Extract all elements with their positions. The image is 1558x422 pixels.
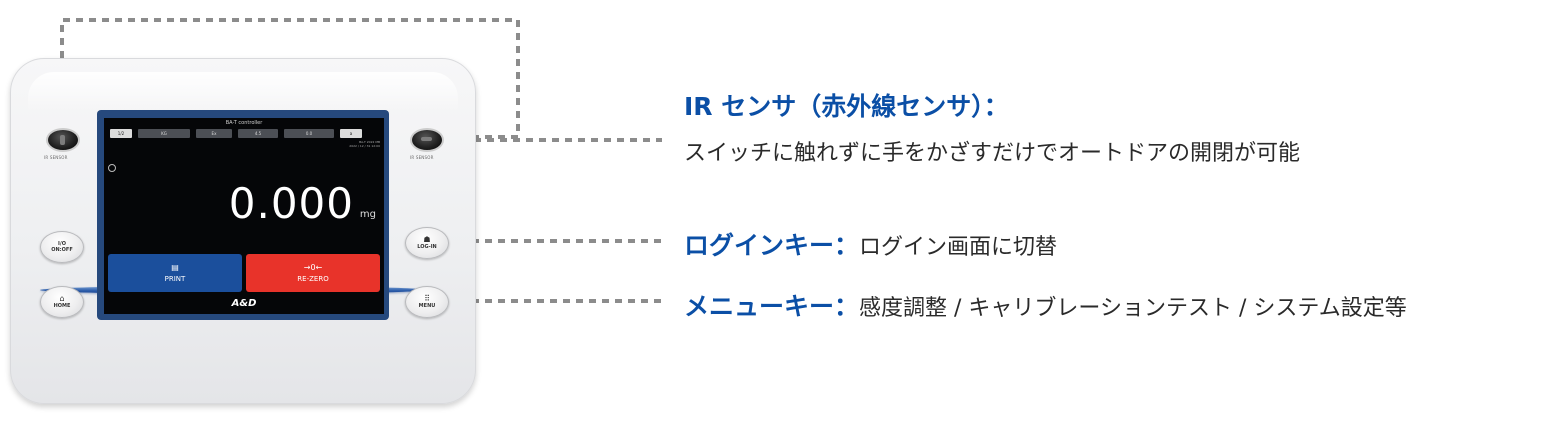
login-key-title: ログインキー： [684, 231, 860, 260]
home-label: HOME [53, 303, 71, 309]
print-label: PRINT [164, 274, 186, 283]
rezero-arrows-icon: →0← [303, 262, 323, 272]
stable-indicator-icon [108, 164, 116, 172]
login-person-icon: ☗ [423, 235, 431, 244]
ir-sensor-callout: IR センサ（赤外線センサ）： [684, 87, 1009, 123]
status-item[interactable]: 4.5 [238, 129, 278, 138]
onoff-io-label: I/O [58, 241, 66, 247]
status-item[interactable]: a [340, 129, 362, 138]
brand-logo: A&D [231, 298, 257, 309]
status-item[interactable]: KG [138, 129, 190, 138]
ir-sensor-title: IR センサ（赤外線センサ）： [684, 92, 1009, 121]
ir-left-connector [60, 18, 520, 139]
login-key-description: ログイン画面に切替 [859, 235, 1058, 260]
menu-key-title: メニューキー： [684, 292, 860, 321]
ir-sensor-left-icon[interactable] [46, 128, 80, 152]
timestamp-line2: 2022 / 12 / 31 12:00 [349, 144, 380, 148]
status-bar: 1/2 KG Ex 4.5 0.0 a [110, 129, 378, 138]
ir-sensor-right-icon[interactable] [410, 128, 444, 152]
login-label: LOG-IN [417, 244, 437, 250]
status-item[interactable]: 0.0 [284, 129, 334, 138]
menu-button[interactable]: ⠿ MENU [405, 286, 449, 318]
printer-icon: ▤ [171, 262, 179, 272]
menu-label: MENU [418, 303, 436, 309]
screen-title: BA-T controller [225, 120, 263, 126]
onoff-button[interactable]: I/O ON:OFF [40, 231, 84, 263]
rezero-button[interactable]: →0← RE-ZERO [246, 254, 380, 292]
weight-unit: mg [359, 209, 376, 220]
ir-sensor-left-label: IR SENSOR [44, 155, 68, 160]
weight-readout: 0.000 [228, 179, 354, 228]
ir-sensor-description: スイッチに触れずに手をかざすだけでオートドアの開閉が可能 [684, 141, 1301, 166]
home-button[interactable]: ⌂ HOME [40, 286, 84, 318]
ir-sensor-right-label: IR SENSOR [410, 155, 434, 160]
menu-key-callout: メニューキー：感度調整 / キャリブレーションテスト / システム設定等 [684, 287, 1407, 323]
home-icon: ⌂ [59, 294, 65, 303]
grid-menu-icon: ⠿ [424, 294, 430, 303]
menu-key-description: 感度調整 / キャリブレーションテスト / システム設定等 [859, 296, 1407, 321]
timestamp-line1: BA-T 2022 MB [359, 140, 380, 144]
status-item[interactable]: 1/2 [110, 129, 132, 138]
login-button[interactable]: ☗ LOG-IN [405, 227, 449, 259]
ir-sensor-desc-row: スイッチに触れずに手をかざすだけでオートドアの開閉が可能 [684, 135, 1300, 167]
status-item[interactable]: Ex [196, 129, 232, 138]
timestamp: BA-T 2022 MB 2022 / 12 / 31 12:00 [349, 140, 380, 148]
rezero-label: RE-ZERO [297, 274, 329, 283]
login-key-callout: ログインキー：ログイン画面に切替 [684, 226, 1057, 262]
print-button[interactable]: ▤ PRINT [108, 254, 242, 292]
onoff-label: ON:OFF [51, 247, 73, 253]
touch-screen: BA-T controller 1/2 KG Ex 4.5 0.0 a BA-T… [104, 118, 384, 314]
